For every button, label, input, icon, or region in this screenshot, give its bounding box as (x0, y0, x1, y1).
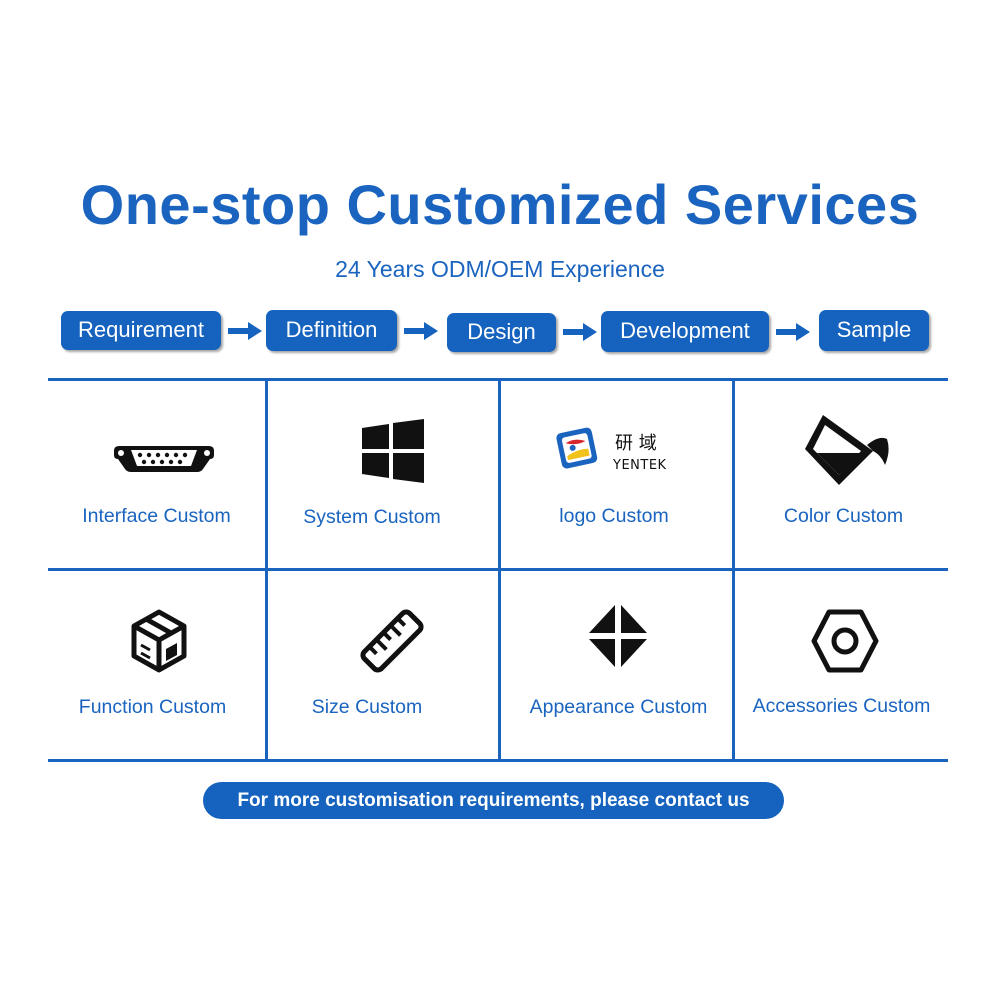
contact-us-banner[interactable]: For more customisation requirements, ple… (203, 782, 784, 819)
grid-divider (265, 378, 268, 762)
step-requirement: Requirement (61, 311, 221, 350)
step-sample: Sample (819, 310, 929, 351)
ruler-icon (360, 609, 424, 673)
page-subtitle: 24 Years ODM/OEM Experience (335, 256, 665, 282)
paint-bucket-icon (805, 415, 889, 485)
windows-logo-icon (362, 419, 424, 483)
service-label: Color Custom (783, 505, 904, 527)
arrow-right-icon (228, 322, 262, 340)
step-design: Design (447, 313, 556, 352)
service-label: Appearance Custom (529, 696, 708, 718)
grid-divider (732, 378, 735, 762)
page-title: One-stop Customized Services (80, 173, 920, 236)
service-color: Color Custom (735, 381, 948, 568)
service-interface: Interface Custom (48, 381, 265, 568)
service-accessories: Accessories Custom (735, 571, 948, 759)
process-flow: Requirement Definition Design Developmen… (0, 0, 1000, 360)
service-logo: 研 域 YENTEK logo Custom (501, 381, 732, 568)
logo-chinese-text: 研 域 (615, 433, 657, 454)
arrow-right-icon (404, 322, 438, 340)
step-development: Development (601, 311, 769, 352)
arrow-right-icon (563, 323, 597, 341)
arrow-right-icon (776, 323, 810, 341)
service-label: logo Custom (559, 505, 669, 527)
service-label: Function Custom (78, 696, 227, 718)
services-grid: Interface Custom System Custom 研 域 YENTE… (48, 378, 948, 762)
cube-box-icon (131, 609, 187, 673)
service-label: System Custom (303, 506, 441, 528)
service-label: Accessories Custom (752, 695, 931, 717)
service-label: Interface Custom (82, 505, 231, 527)
grid-divider (498, 378, 501, 762)
service-appearance: Appearance Custom (501, 571, 732, 759)
serial-port-icon (114, 446, 214, 472)
step-definition: Definition (266, 310, 397, 351)
service-size: Size Custom (268, 571, 498, 759)
service-label: Size Custom (311, 696, 423, 718)
yentek-logo: 研 域 YENTEK (556, 427, 667, 473)
service-system: System Custom (268, 381, 498, 568)
diamond-shape-icon (589, 605, 647, 667)
hex-nut-icon (811, 609, 879, 673)
logo-brand-text: YENTEK (612, 458, 667, 473)
service-function: Function Custom (48, 571, 265, 759)
